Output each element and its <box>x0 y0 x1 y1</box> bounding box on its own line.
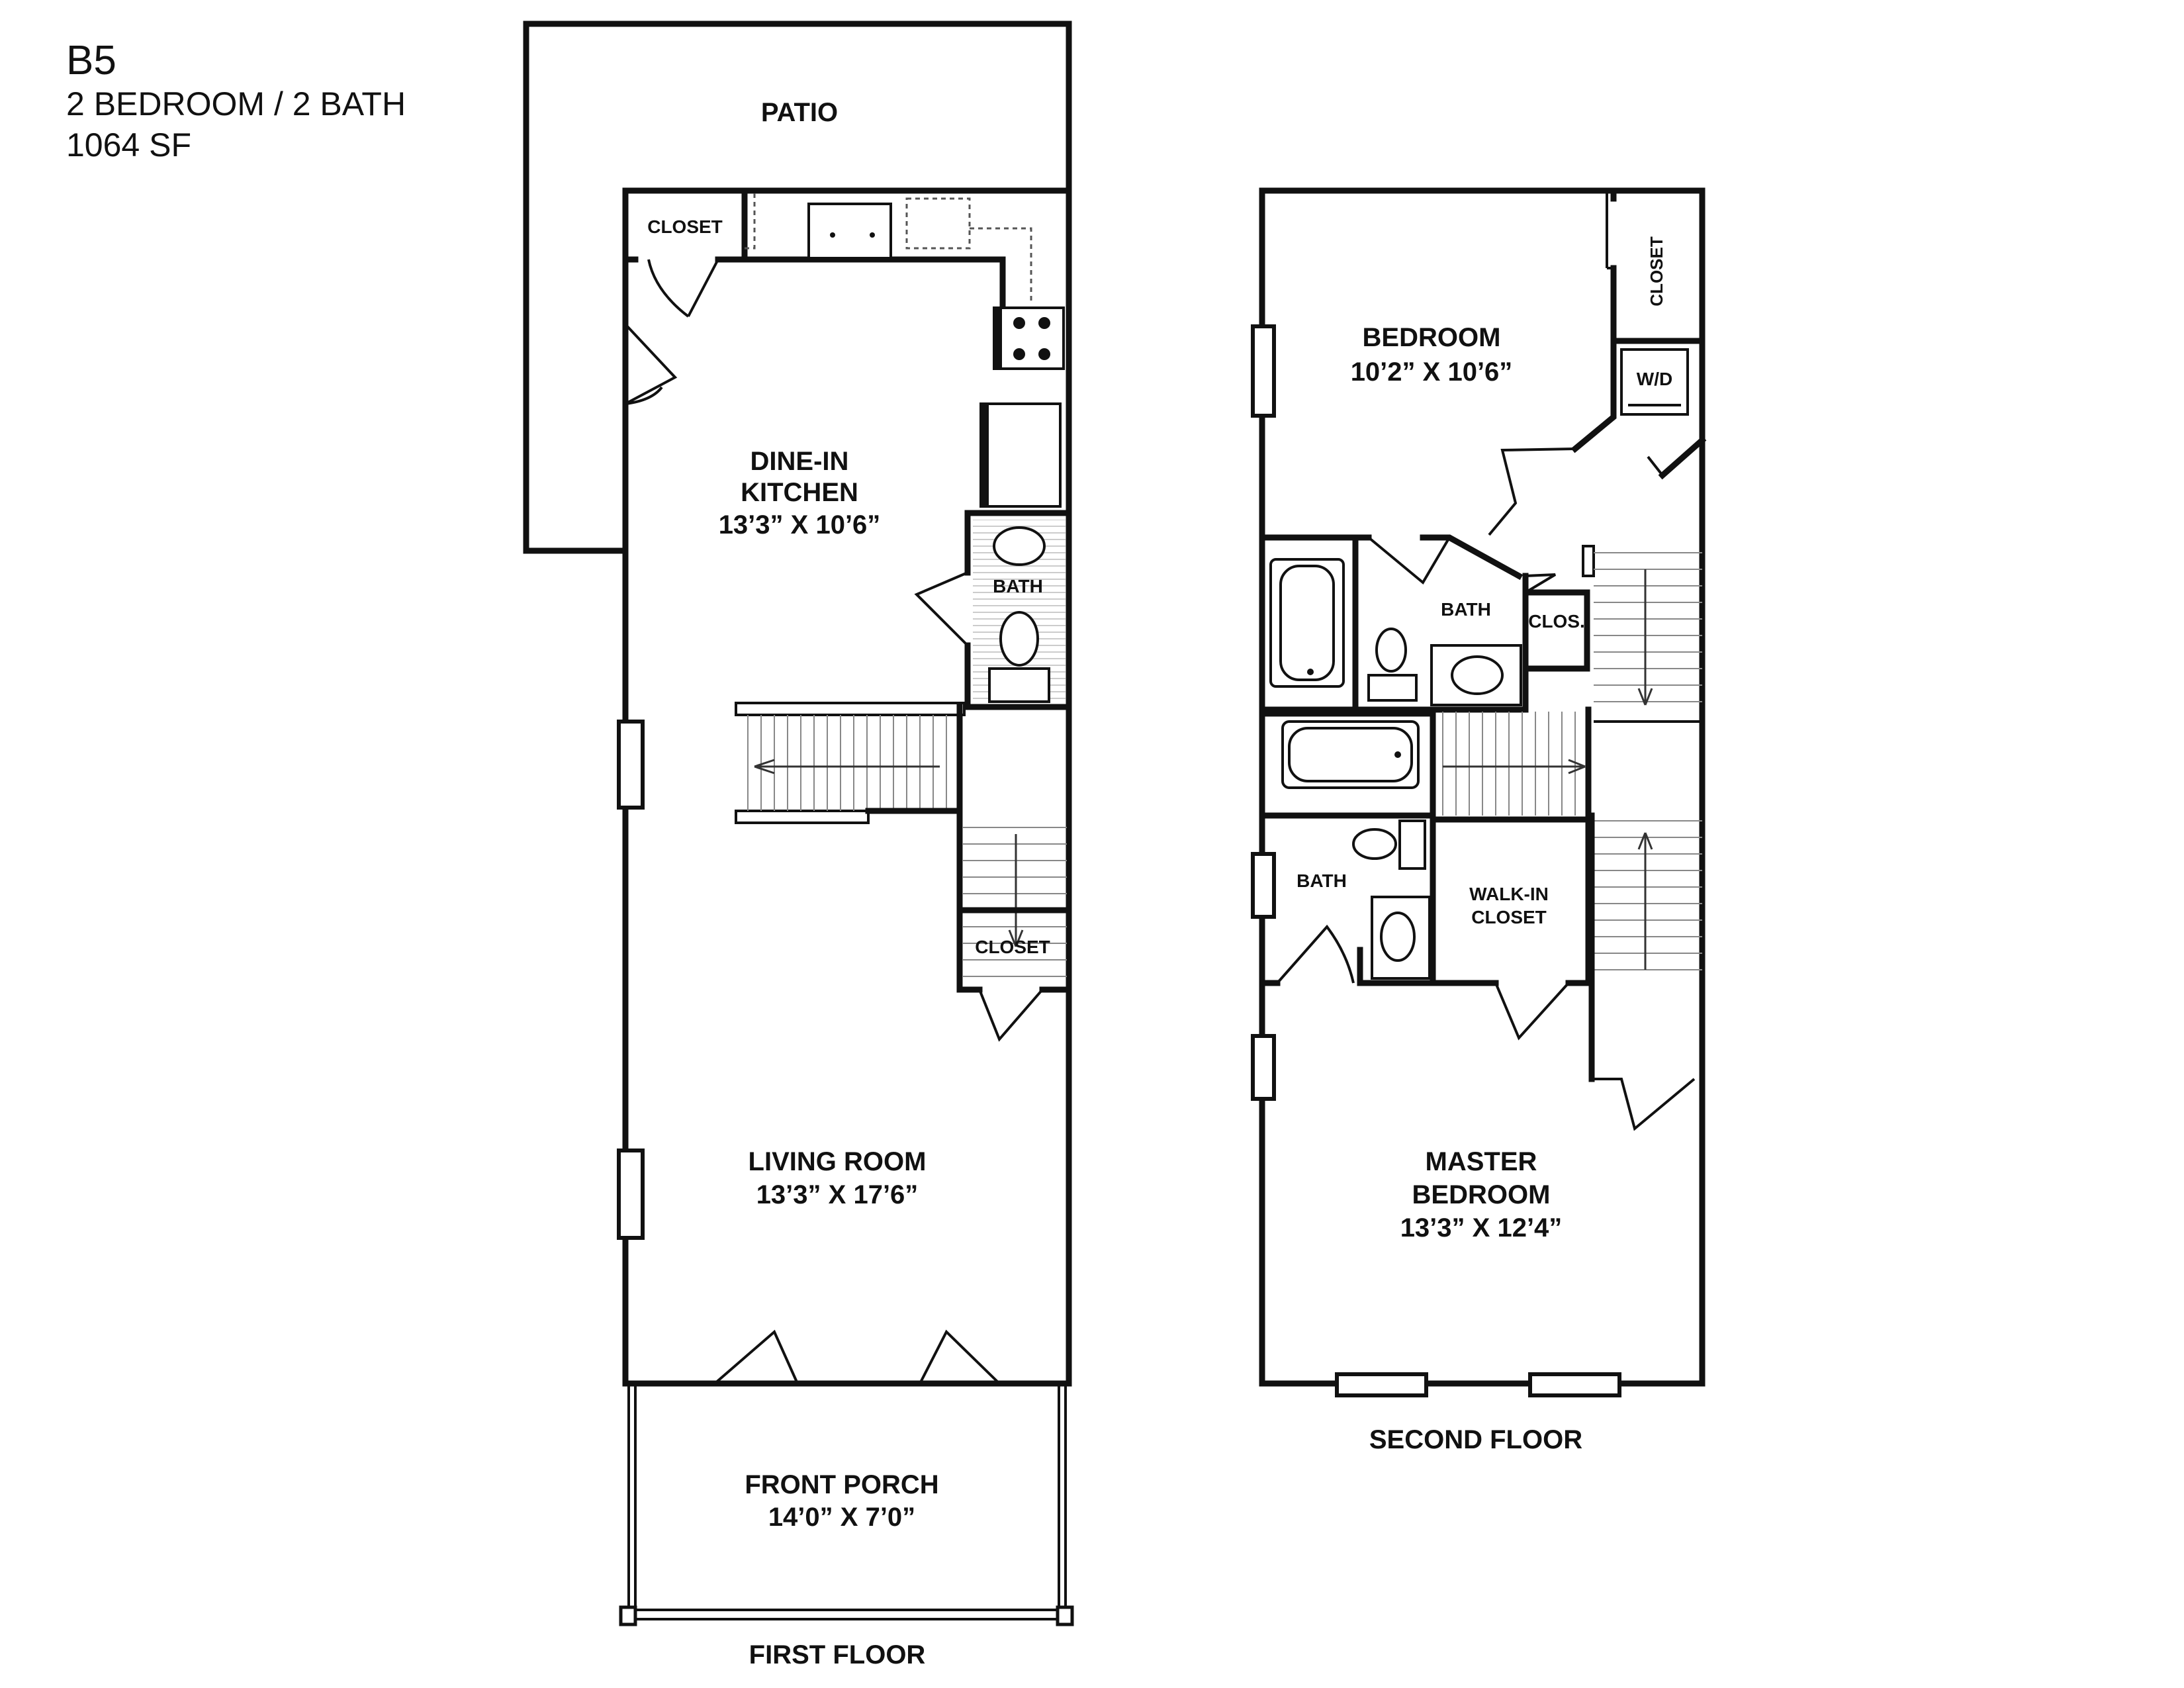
second-floor-stair-treads-mid <box>1442 712 1576 816</box>
second-floor-stair-arrow-down <box>1637 569 1653 706</box>
kitchen-dims: 13’3” X 10’6” <box>719 510 881 539</box>
front-door-2 <box>919 1329 1001 1385</box>
patio-door <box>624 323 678 405</box>
lower-bath-door <box>1276 924 1355 984</box>
wd-wall <box>1570 338 1707 480</box>
half-bath-door <box>914 571 969 647</box>
walkin-label-1: WALK-IN <box>1469 884 1549 904</box>
front-porch-outline <box>627 1383 1067 1618</box>
washer-dryer <box>1620 348 1689 416</box>
clos-wall <box>1522 589 1590 672</box>
walkin-closet-door <box>1494 982 1570 1041</box>
patio-box <box>523 21 1072 554</box>
second-floor-stair-arrow-up <box>1637 832 1653 970</box>
master-label-2: BEDROOM <box>1412 1180 1551 1209</box>
kitchen-range <box>993 306 1065 370</box>
first-floor-title: FIRST FLOOR <box>749 1640 926 1669</box>
walkin-label-2: CLOSET <box>1471 907 1547 927</box>
master-door <box>1592 1078 1696 1131</box>
first-floor-window-2 <box>617 1149 645 1240</box>
closet-top-label: CLOSET <box>647 216 723 237</box>
first-floor-outer-wall <box>622 187 1072 1387</box>
closet-stair-arrow <box>1008 834 1024 947</box>
kitchen-cabinets <box>745 193 1032 305</box>
first-floor-stair-landing-top <box>735 702 966 716</box>
front-porch-label: FRONT PORCH <box>745 1470 938 1499</box>
unit-code: B5 <box>66 38 116 83</box>
front-porch-rail <box>624 1609 1070 1620</box>
kitchen-label-2: KITCHEN <box>741 478 858 507</box>
unit-area: 1064 SF <box>66 126 192 164</box>
closet-stair-door <box>978 988 1044 1042</box>
closet-stair-label: CLOSET <box>975 937 1050 957</box>
first-floor-window-1 <box>617 720 645 810</box>
lower-bath-window <box>1251 852 1276 919</box>
walkin-closet-wall <box>1430 816 1592 986</box>
lower-bath-label: BATH <box>1297 870 1347 891</box>
first-floor-stair-landing-bottom <box>735 810 870 824</box>
bedroom-dims: 10’2” X 10’6” <box>1351 357 1513 387</box>
master-dims: 13’3” X 12’4” <box>1400 1213 1563 1243</box>
bedroom-window <box>1251 324 1276 418</box>
first-floor <box>523 21 1074 1626</box>
master-window-1 <box>1335 1372 1428 1397</box>
second-floor-title: SECOND FLOOR <box>1369 1425 1582 1454</box>
closet-stair-wall <box>956 907 1072 993</box>
first-floor-stair-treads <box>747 715 947 811</box>
first-floor-stair-arrow <box>754 759 940 774</box>
second-floor <box>1251 187 1707 1397</box>
closet-top-door <box>647 259 719 318</box>
half-bath-sink <box>993 526 1046 566</box>
lower-bath-wall <box>1259 710 1436 986</box>
master-label-1: MASTER <box>1426 1147 1537 1176</box>
half-bath-wall <box>964 510 1072 710</box>
bedroom-door <box>1488 447 1576 536</box>
half-bath-tank <box>988 667 1050 703</box>
half-bath-label: BATH <box>993 576 1043 596</box>
kitchen-sink <box>807 203 892 259</box>
upper-bath-label: BATH <box>1441 599 1491 620</box>
second-floor-stair-treads-top <box>1594 552 1702 702</box>
master-window-side <box>1251 1034 1276 1101</box>
lower-bath-toilet <box>1352 828 1397 860</box>
patio-label: PATIO <box>761 98 838 127</box>
kitchen-label-1: DINE-IN <box>751 447 849 476</box>
upper-bath-toilet <box>1375 628 1407 673</box>
living-room-dims: 13’3” X 17’6” <box>756 1180 919 1209</box>
front-porch-dims: 14’0” X 7’0” <box>768 1503 915 1532</box>
wd-label: W/D <box>1637 369 1672 389</box>
kitchen-fridge <box>979 402 1062 508</box>
half-bath-toilet <box>999 611 1039 667</box>
upper-bath-door <box>1367 536 1451 585</box>
kitchen-counter <box>741 256 1006 314</box>
front-door-1 <box>713 1329 799 1385</box>
bedroom-closet-label: CLOSET <box>1647 236 1666 306</box>
clos-label: CLOS. <box>1528 611 1585 632</box>
unit-layout: 2 BEDROOM / 2 BATH <box>66 85 406 122</box>
master-window-2 <box>1528 1372 1621 1397</box>
second-floor-stair-treads-bottom <box>1594 820 1702 970</box>
living-room-label: LIVING ROOM <box>749 1147 927 1176</box>
bedroom-label: BEDROOM <box>1363 323 1501 352</box>
second-floor-stair-arrow-right <box>1443 759 1586 774</box>
